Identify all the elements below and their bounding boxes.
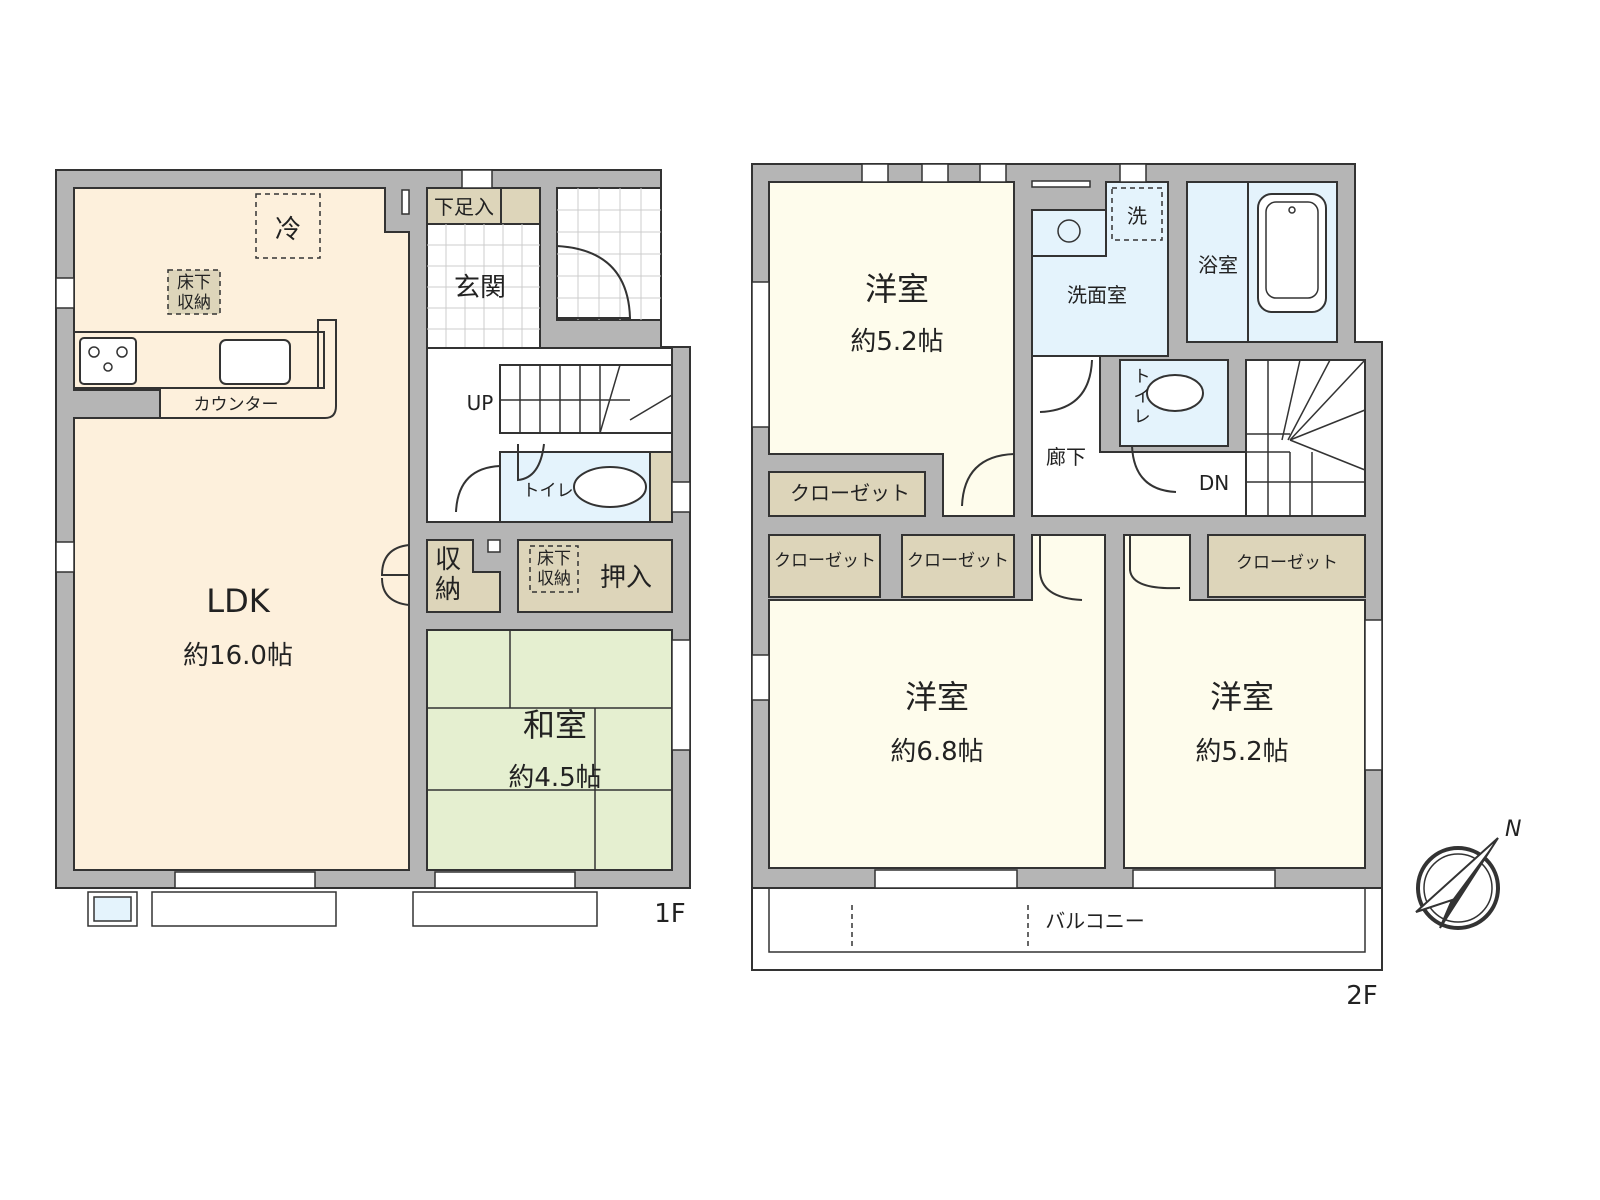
oshiire-underfloor-label: 床下 [537, 549, 571, 569]
toilet-door[interactable] [455, 465, 501, 513]
bathroom-label: 浴室 [1198, 253, 1238, 277]
room-se-size: 約5.2帖 [1195, 737, 1288, 767]
ldk-size: 約16.0帖 [183, 641, 293, 671]
oshiire-label: 押入 [600, 563, 652, 593]
door[interactable] [1039, 535, 1083, 601]
door[interactable] [1039, 359, 1093, 413]
toilet-label: トイレ [523, 481, 574, 501]
sink-icon [219, 339, 291, 385]
counter-outline [74, 319, 337, 419]
room-se-label: 洋室 [1210, 678, 1274, 716]
door[interactable] [961, 453, 1015, 507]
room-southwest [768, 534, 1106, 869]
closet-se[interactable] [1207, 534, 1366, 598]
floor-2: 洋室 約5.2帖 クローゼット クローゼット クローゼット クローゼット 洗 洗… [751, 163, 1383, 1011]
storage-label: 収 [435, 545, 461, 575]
door[interactable] [1129, 535, 1181, 590]
storage-door[interactable] [380, 544, 410, 606]
toilet-label: ト [1134, 367, 1151, 387]
room-north-label: 洋室 [865, 270, 929, 308]
entrance-door[interactable] [556, 245, 632, 319]
floor-1: LDK 約16.0帖 冷 床下 収納 カウンター 下足入 玄関 UP トイレ 収… [55, 169, 691, 929]
toilet-label: イ [1134, 387, 1151, 407]
shoe-storage-label: 下足入 [434, 195, 494, 219]
toilet-icon [573, 466, 647, 508]
underfloor-storage [167, 269, 221, 315]
closet-label: クローゼット [1236, 553, 1338, 573]
stairs-up-label: UP [467, 391, 494, 415]
bathtub-icon [1257, 193, 1327, 313]
basin-icon [1057, 219, 1081, 243]
closet-north[interactable] [768, 471, 926, 517]
ldk-room [73, 187, 410, 871]
closet-label: クローゼット [790, 481, 910, 505]
fridge-space [255, 193, 321, 259]
room-southeast [1123, 534, 1366, 869]
storage-closet [426, 539, 501, 613]
closet-sw-2[interactable] [901, 534, 1015, 598]
stairs-1f[interactable] [499, 364, 673, 434]
washer-label: 洗 [1127, 204, 1147, 228]
window [174, 871, 316, 889]
stove-icon [79, 337, 137, 385]
window [434, 871, 576, 889]
ldk-label: LDK [206, 582, 270, 620]
room-north-size: 約5.2帖 [850, 327, 943, 357]
fridge-label: 冷 [275, 215, 301, 245]
closet-sw-1[interactable] [768, 534, 881, 598]
floor1-label: 1F [654, 899, 686, 929]
stairs-down-label: DN [1199, 471, 1229, 495]
storage-label: 納 [435, 575, 461, 605]
oshiire [517, 539, 673, 613]
toilet-icon [1146, 374, 1204, 412]
washroom-label: 洗面室 [1067, 283, 1127, 307]
toilet-label: レ [1134, 407, 1151, 427]
washitsu-label: 和室 [523, 706, 587, 744]
underfloor-label: 床下 [177, 273, 211, 293]
counter-label: カウンター [194, 395, 279, 415]
washitsu-size: 約4.5帖 [508, 763, 601, 793]
stairs-2f[interactable] [1245, 359, 1366, 517]
oshiire-underfloor-label: 収納 [537, 569, 571, 589]
compass-icon: N [1415, 817, 1521, 930]
balcony-label: バルコニー [1045, 909, 1145, 933]
washitsu-room [426, 629, 673, 871]
room-north [768, 181, 1015, 517]
genkan-label: 玄関 [454, 273, 506, 303]
compass-north-label: N [1505, 817, 1521, 842]
underfloor-label: 収納 [177, 293, 211, 313]
floor2-label: 2F [1346, 981, 1378, 1011]
room-sw-size: 約6.8帖 [890, 737, 983, 767]
room-sw-label: 洋室 [905, 678, 969, 716]
corridor-label: 廊下 [1046, 445, 1086, 469]
closet-label: クローゼット [907, 551, 1009, 571]
closet-label: クローゼット [774, 551, 876, 571]
